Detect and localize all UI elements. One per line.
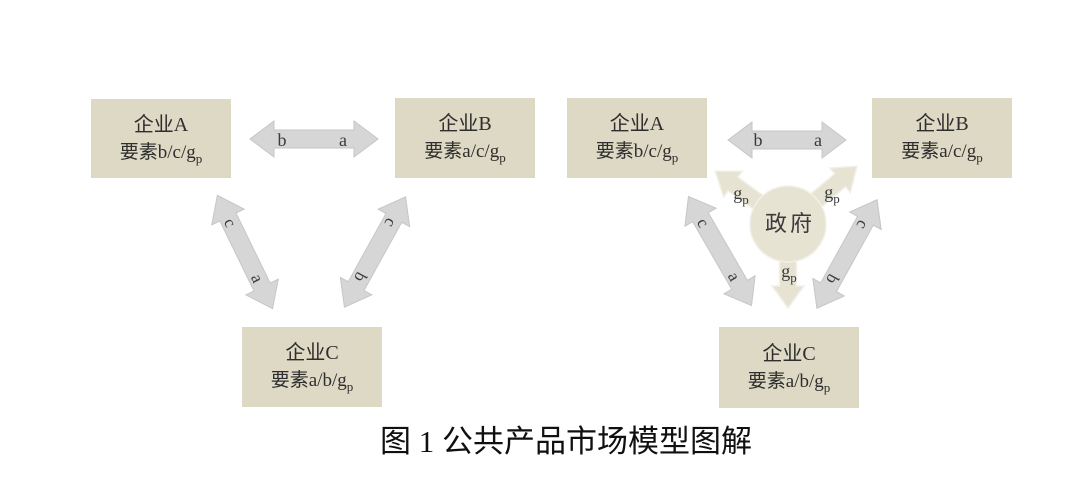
- factors-subscript: p: [976, 149, 983, 165]
- gov-arrow-to-b-label: gp: [824, 182, 840, 206]
- right-box-b-title: 企业B: [915, 113, 969, 135]
- gp-sub: p: [742, 192, 749, 207]
- left-box-enterprise-b: 企业B 要素a/c/gp: [395, 98, 535, 178]
- left-arrow-a-b-label-b: b: [278, 130, 287, 150]
- right-box-c-factors: 要素a/b/gp: [748, 368, 831, 395]
- factors-text: 要素a/c/g: [901, 141, 977, 162]
- factors-text: 要素b/c/g: [119, 141, 196, 163]
- left-box-c-factors: 要素a/b/gp: [271, 367, 354, 394]
- gov-arrow-to-c-label: gp: [781, 261, 797, 285]
- right-box-a-factors: 要素b/c/gp: [596, 138, 679, 165]
- right-box-enterprise-a: 企业A 要素b/c/gp: [567, 98, 707, 178]
- left-arrow-a-b: [249, 120, 379, 158]
- factors-subscript: p: [671, 149, 679, 165]
- left-box-b-title: 企业B: [438, 113, 492, 135]
- right-arrow-b-c: c b: [812, 199, 882, 309]
- factors-text: 要素b/c/g: [595, 141, 672, 162]
- left-box-enterprise-c: 企业C 要素a/b/gp: [242, 327, 382, 407]
- government-circle: [749, 185, 827, 263]
- left-box-a-factors: 要素b/c/gp: [120, 139, 203, 166]
- right-box-enterprise-c: 企业C 要素a/b/gp: [719, 327, 859, 408]
- right-arrow-a-b-label-a: a: [814, 130, 822, 150]
- right-box-b-factors: 要素a/c/gp: [901, 138, 982, 165]
- figure-caption: 图 1 公共产品市场模型图解: [380, 424, 752, 459]
- gp-main: g: [824, 182, 833, 202]
- factors-subscript: p: [346, 378, 354, 394]
- factors-subscript: p: [499, 149, 506, 165]
- right-arrow-a-b-label-b: b: [754, 130, 763, 150]
- gov-arrow-to-a-label: gp: [733, 183, 749, 207]
- gp-sub: p: [790, 270, 797, 285]
- right-box-c-title: 企业C: [762, 342, 816, 365]
- left-box-c-title: 企业C: [285, 342, 339, 364]
- right-arrow-a-c: c a: [684, 195, 756, 307]
- factors-text: 要素a/b/g: [747, 370, 824, 392]
- factors-text: 要素a/b/g: [270, 370, 347, 391]
- left-arrow-b-c: c b: [339, 196, 411, 308]
- left-arrow-a-b-label-a: a: [339, 130, 347, 150]
- right-arrow-a-b: [727, 121, 847, 159]
- left-box-a-title: 企业A: [133, 113, 189, 136]
- left-box-enterprise-a: 企业A 要素b/c/gp: [91, 99, 231, 178]
- government-label: 政府: [765, 211, 815, 236]
- factors-text: 要素a/c/g: [424, 141, 500, 162]
- factors-subscript: p: [823, 379, 831, 395]
- left-arrow-a-c: c a: [211, 194, 279, 310]
- factors-subscript: p: [195, 150, 203, 166]
- right-box-enterprise-b: 企业B 要素a/c/gp: [872, 98, 1012, 178]
- gp-main: g: [781, 261, 790, 281]
- right-box-a-title: 企业A: [609, 113, 665, 135]
- gp-sub: p: [833, 191, 840, 206]
- gp-main: g: [733, 183, 742, 203]
- left-box-b-factors: 要素a/c/gp: [424, 138, 505, 165]
